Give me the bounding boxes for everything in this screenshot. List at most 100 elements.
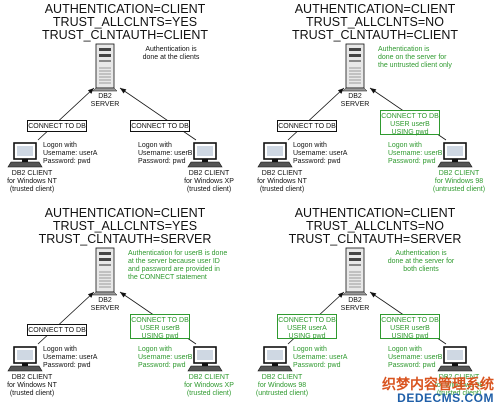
header-line: TRUST_ALLCLNTS=NO <box>306 15 444 29</box>
server-bay <box>349 258 361 261</box>
note-line: done at the server for <box>387 258 455 265</box>
connect-box-left: CONNECT TO DB <box>27 324 87 336</box>
server-base <box>342 291 368 296</box>
client-line: (untrusted client) <box>255 390 309 397</box>
header-line: TRUST_ALLCLNTS=YES <box>52 15 198 29</box>
client-line: for Windows 98 <box>257 382 307 389</box>
logon-line: Password: pwd <box>43 362 91 369</box>
server-bay <box>349 60 361 62</box>
arrow-left-head <box>87 88 94 94</box>
keyboard <box>437 365 473 372</box>
connect-line: USER userB <box>390 325 430 332</box>
client-line: DB2 CLIENT <box>11 374 53 381</box>
client-line: for Windows NT <box>257 178 307 185</box>
client-line: DB2 CLIENT <box>261 170 303 177</box>
server-line: SERVER <box>340 305 370 312</box>
stand <box>202 363 208 366</box>
server-bay <box>99 54 111 57</box>
server-line: DB2 <box>348 297 362 304</box>
stand <box>272 363 278 366</box>
screen <box>447 350 463 360</box>
client-line: for Windows 98 <box>434 382 484 389</box>
client-line: DB2 CLIENT <box>11 170 53 177</box>
connection-lines <box>257 43 473 168</box>
server-tower-icon <box>92 43 118 92</box>
server-line: SERVER <box>90 305 120 312</box>
header-line: AUTHENTICATION=CLIENT <box>44 206 206 220</box>
client-computer-icon <box>437 142 473 168</box>
connect-box-right: CONNECT TO DB <box>130 120 190 132</box>
connect-line: CONNECT TO DB <box>28 327 86 334</box>
connect-line: USING pwd <box>391 129 429 136</box>
client-line: DB2 CLIENT <box>261 374 303 381</box>
stand <box>202 159 208 162</box>
connect-line: USING pwd <box>391 333 429 340</box>
server-bay <box>99 252 111 255</box>
stand <box>22 159 28 162</box>
connect-line: USING pwd <box>141 333 179 340</box>
client-line: (untrusted client) <box>432 186 486 193</box>
logon-line: Logon with <box>388 346 422 353</box>
client-line: (trusted client) <box>186 390 232 397</box>
connect-line: USER userA <box>287 325 327 332</box>
client-computer-icon <box>257 142 293 168</box>
logon-line: Username: userB <box>138 354 193 361</box>
note-line: Authentication for userB is done <box>128 250 228 257</box>
screen <box>17 350 33 360</box>
header-line: AUTHENTICATION=CLIENT <box>294 206 456 220</box>
client-computer-icon <box>7 346 43 372</box>
stand <box>22 363 28 366</box>
arrow-left-head <box>87 292 94 298</box>
server-line: DB2 <box>348 93 362 100</box>
connect-line: CONNECT TO DB <box>381 317 439 324</box>
connect-line: CONNECT TO DB <box>28 123 86 130</box>
header-line: AUTHENTICATION=CLIENT <box>294 2 456 16</box>
note-line: done at the clients <box>142 54 200 61</box>
logon-line: Logon with <box>43 142 77 149</box>
server-line: DB2 <box>98 93 112 100</box>
server-bay <box>349 54 361 57</box>
keyboard <box>7 365 43 372</box>
stand <box>272 159 278 162</box>
note-line: at the server because user ID <box>128 258 220 265</box>
client-line: DB2 CLIENT <box>188 170 230 177</box>
logon-line: Password: pwd <box>388 362 436 369</box>
header-line: TRUST_CLNTAUTH=CLIENT <box>41 28 209 42</box>
logon-line: Username: userA <box>43 150 98 157</box>
connect-line: CONNECT TO DB <box>131 317 189 324</box>
note-line: Authentication is <box>378 46 430 53</box>
logon-line: Username: userA <box>293 354 348 361</box>
client-computer-icon <box>257 346 293 372</box>
arrow-right-head <box>120 88 127 94</box>
server-tower-icon <box>342 43 368 92</box>
logon-line: Logon with <box>138 142 172 149</box>
screen <box>17 146 33 156</box>
screen <box>197 146 213 156</box>
header-line: TRUST_CLNTAUTH=SERVER <box>38 232 212 246</box>
logon-line: Logon with <box>293 142 327 149</box>
client-computer-icon <box>7 142 43 168</box>
watermark-line-1: 织梦内容管理系统 <box>382 376 494 392</box>
logon-line: Logon with <box>388 142 422 149</box>
logon-line: Logon with <box>138 346 172 353</box>
stand <box>452 363 458 366</box>
logon-line: Password: pwd <box>293 362 341 369</box>
